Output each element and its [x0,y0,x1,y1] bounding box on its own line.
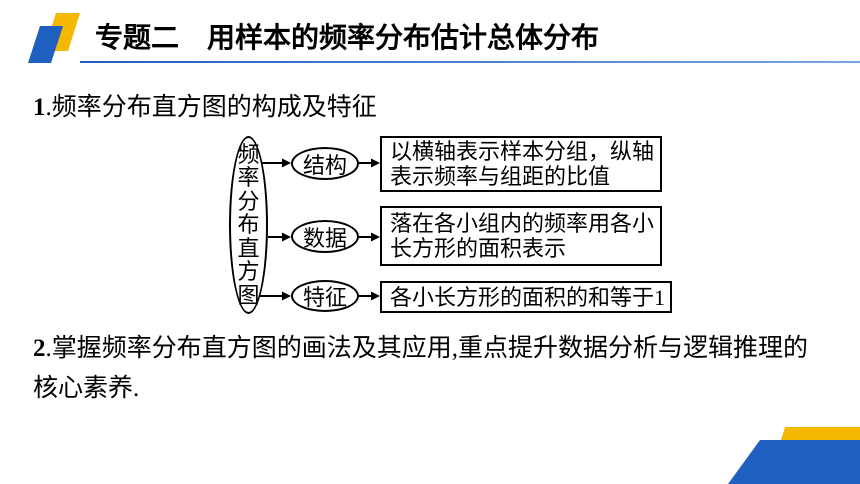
branch-node-data: 数据 [291,220,359,253]
description-line: 以横轴表示样本分组，纵轴 [390,139,655,164]
arrow-structure-to-box [359,158,380,168]
root-node: 频率分布直方图 [229,136,268,314]
branch-node-structure: 结构 [291,147,359,180]
branch-node-label: 特征 [302,285,347,310]
arrow-root-to-data [268,232,291,242]
description-line: 落在各小组内的频率用各小 [390,211,655,236]
slide-title: 专题二 用样本的频率分布估计总体分布 [95,22,600,53]
point-2-number: 2 [33,335,46,362]
description-line: 长方形的面积表示 [390,236,567,261]
description-line: 表示频率与组距的比值 [390,164,611,189]
branch-node-feature: 特征 [291,280,359,312]
title-underline [80,61,860,63]
arrow-feature-to-box [359,291,380,301]
branch-node-label: 数据 [302,225,347,251]
branch-node-label: 结构 [302,152,347,178]
point-1-text: .频率分布直方图的构成及特征 [45,94,377,121]
point-2: 2.掌握频率分布直方图的画法及其应用,重点提升数据分析与逻辑推理的核心素养. [33,329,823,409]
corner-decoration-icon [728,427,860,484]
description-box-structure: 以横轴表示样本分组，纵轴 表示频率与组距的比值 [380,136,662,192]
point-1: 1.频率分布直方图的构成及特征 [33,88,377,128]
description-box-data: 落在各小组内的频率用各小 长方形的面积表示 [380,206,662,266]
title-logo-icon [28,13,80,63]
arrow-root-to-structure [262,158,291,168]
description-box-feature: 各小长方形的面积的和等于1 [380,281,672,313]
description-line: 各小长方形的面积的和等于1 [390,284,666,310]
point-1-number: 1 [33,94,46,121]
root-node-label: 频率分布直方图 [237,141,260,308]
arrow-data-to-box [359,232,380,242]
point-2-text: .掌握频率分布直方图的画法及其应用,重点提升数据分析与逻辑推理的核心素养. [33,335,809,402]
arrow-root-to-feature [260,291,291,301]
